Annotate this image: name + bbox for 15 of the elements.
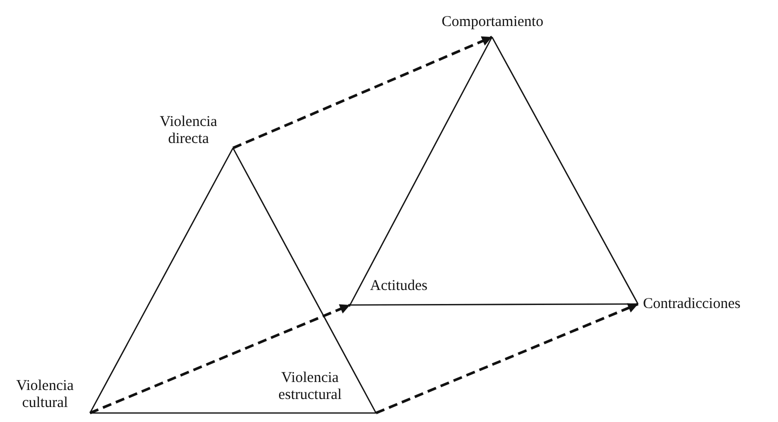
triangle-side — [90, 412, 376, 414]
triangle-side — [491, 36, 639, 304]
vertex-label: Contradicciones — [643, 296, 742, 313]
vertex-label: Violencia directa — [158, 114, 218, 148]
triangle-side — [349, 36, 493, 306]
triangle-side — [232, 148, 377, 414]
vertex-label: Actitudes — [370, 278, 428, 295]
arrow — [232, 36, 493, 150]
triangle-side — [89, 148, 234, 414]
triangle-side — [350, 303, 638, 306]
vertex-label: Violencia estructural — [277, 370, 343, 404]
arrow — [90, 304, 350, 414]
arrow — [376, 302, 638, 414]
vertex-label: Comportamiento — [440, 14, 544, 31]
vertex-label: Violencia cultural — [15, 378, 75, 412]
